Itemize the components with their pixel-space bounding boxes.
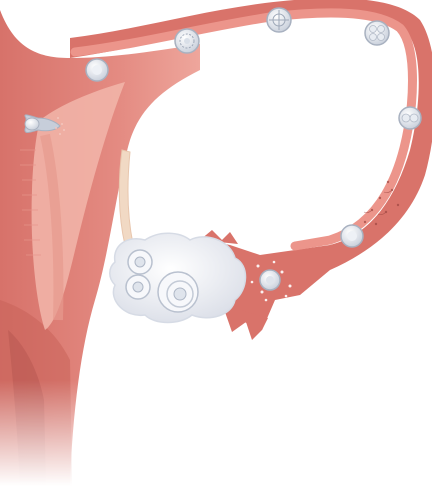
mature-follicle-icon (158, 272, 198, 312)
hatching-blastocyst-icon (86, 59, 108, 81)
zygote-icon (341, 225, 363, 247)
blastocyst-icon (175, 29, 199, 53)
ovarian-ligament (119, 150, 133, 245)
four-cell-embryo-icon (365, 21, 389, 45)
ovary (110, 233, 246, 322)
morula-icon (267, 8, 291, 32)
two-cell-embryo-icon (399, 107, 421, 129)
follicle-icon (126, 275, 150, 299)
follicle-icon (128, 250, 152, 274)
